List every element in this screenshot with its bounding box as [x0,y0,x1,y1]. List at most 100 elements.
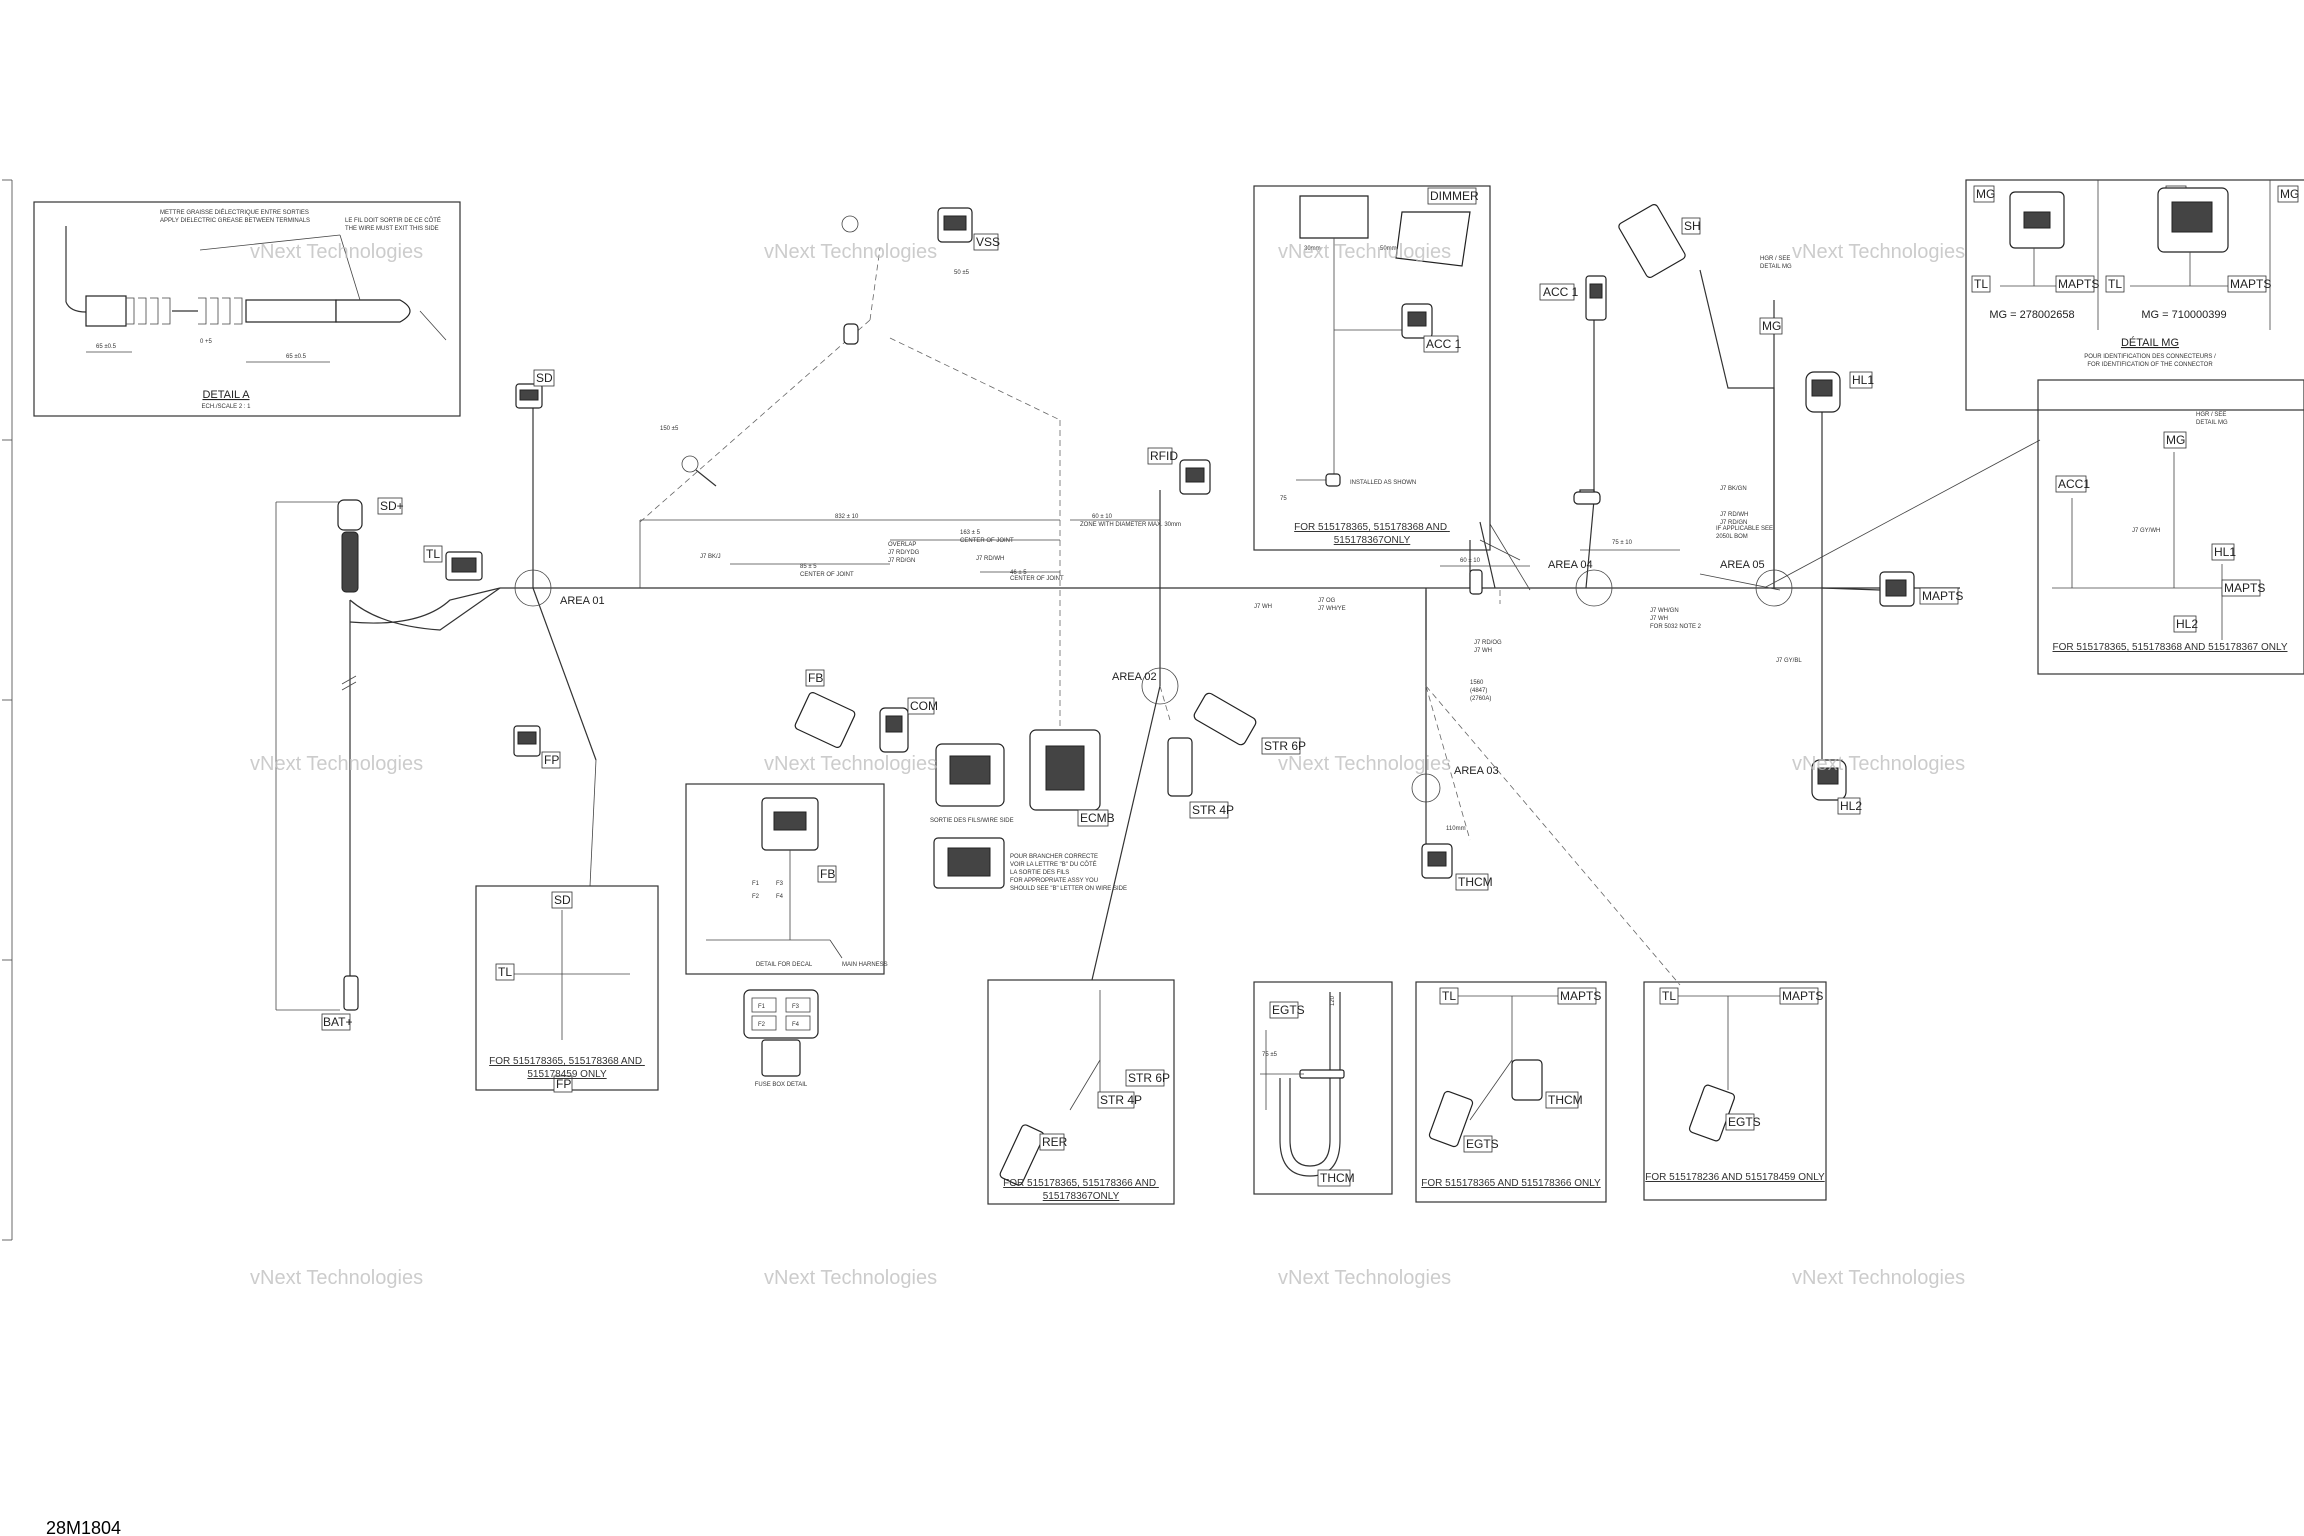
svg-text:120: 120 [1330,995,1336,1006]
mg-detail-tag-3: MG [2280,187,2299,201]
ecm-tag: ECMB [1080,811,1115,825]
fuse-box-label: FUSE BOX DETAIL [755,1082,808,1088]
dimmer-note: FOR 515178365, 515178368 AND 515178367ON… [1294,522,1450,546]
fb-detail-label: DETAIL FOR DECAL [756,962,813,968]
thcm-box-egts-tag: EGTS [1466,1137,1499,1151]
hl-box-hl1-tag: HL1 [2214,545,2236,559]
ring-terminal-icon [841,215,859,233]
egts-box-egts-tag: EGTS [1728,1115,1761,1129]
svg-text:HGR / SEE: HGR / SEE [1760,256,1790,262]
sh-connector-icon [1618,204,1686,278]
svg-text:50mm: 50mm [1380,246,1397,252]
thcm-box-connector-icon [1511,1059,1543,1101]
fuse-f4-label: F4 [776,894,784,900]
hl-box: MG ACC1 HL1 MAPTS HL2 HGR / SEE DETAIL M… [2037,379,2304,675]
thcm-tube-box: 75 ±5 120 EGTS THCM [1253,981,1393,1195]
egts-box-tl-tag: TL [1662,989,1676,1003]
svg-text:(2760A): (2760A) [1470,696,1491,702]
main-trunk: 832 ± 10 85 ± 5 CENTER OF JOINT 163 ± 5 … [349,247,2041,986]
svg-text:FOR 5032 NOTE 2: FOR 5032 NOTE 2 [1650,624,1702,630]
svg-text:J7 RD/WH: J7 RD/WH [1720,512,1748,518]
watermark-7: vNext Technologies [1278,753,1451,775]
svg-text:J7 GY/BL: J7 GY/BL [1776,658,1802,664]
mapts-tag: MAPTS [1922,589,1963,603]
hl-note: FOR 515178365, 515178368 AND 515178367 O… [2053,642,2288,653]
str-box-str6p-tag: STR 6P [1128,1071,1170,1085]
vss-tag: VSS [976,235,1000,249]
watermark-11: vNext Technologies [1278,1267,1451,1289]
thcm-box-mapts-tag: MAPTS [1560,989,1601,1003]
sd-box-tl-tag: TL [498,965,512,979]
svg-text:J7 RD/OG: J7 RD/OG [1474,640,1502,646]
svg-text:IF APPLICABLE SEE: IF APPLICABLE SEE [1716,526,1773,532]
rfid-tag: RFID [1150,449,1178,463]
egts-box-connector-icon [1688,1084,1736,1142]
svg-text:POUR IDENTIFICATION DES CONNEC: POUR IDENTIFICATION DES CONNECTEURS / [2084,354,2216,360]
hl2-tag: HL2 [1840,799,1862,813]
svg-text:THE WIRE MUST EXIT THIS SIDE: THE WIRE MUST EXIT THIS SIDE [345,226,439,232]
sd-tag: SD [536,371,553,385]
svg-text:LA SORTIE DES FILS: LA SORTIE DES FILS [1010,870,1069,876]
acc1-tag: ACC 1 [1543,285,1579,299]
fuse-holder-icon [843,323,859,345]
svg-text:110mm: 110mm [1446,826,1466,832]
sh-tag: SH [1684,219,1701,233]
tl-tag: TL [426,547,440,561]
str-note: FOR 515178365, 515178366 AND 515178367ON… [1003,1178,1159,1202]
mg-mapts-tag-1: MAPTS [2058,277,2099,291]
watermark-5: vNext Technologies [250,753,423,775]
hl-box-acc1-tag: ACC1 [2058,477,2090,491]
area-05-circle [1755,569,1793,607]
mg-tl-tag-1: TL [1974,277,1988,291]
svg-text:SHOULD SEE "B" LETTER ON WIRE: SHOULD SEE "B" LETTER ON WIRE SIDE [1010,886,1127,892]
mg-detail-box: MG MG MG TL MAPTS TL MAPTS MG = 27800265… [1965,179,2304,411]
svg-text:75 ± 10: 75 ± 10 [1612,540,1633,546]
hl-box-hl2-tag: HL2 [2176,617,2198,631]
svg-text:J7 OG: J7 OG [1318,598,1336,604]
dimmer-tag: DIMMER [1430,189,1479,203]
svg-text:65 ±0.5: 65 ±0.5 [286,354,307,360]
watermark-12: vNext Technologies [1792,1267,1965,1289]
svg-text:832 ± 10: 832 ± 10 [835,514,859,520]
detail-a-scale: ECH./SCALE 2 : 1 [201,404,251,410]
fuse-f3-label: F3 [776,881,784,887]
svg-text:150 ±5: 150 ±5 [660,426,679,432]
svg-text:J7 WH/YE: J7 WH/YE [1318,606,1346,612]
mg-tl-tag-2: TL [2108,277,2122,291]
area-05-label: AREA 05 [1720,559,1765,571]
svg-text:1560: 1560 [1470,680,1484,686]
svg-text:HGR / SEE: HGR / SEE [2196,412,2226,418]
svg-text:60 ± 10: 60 ± 10 [1460,558,1481,564]
egts-box-mapts-tag: MAPTS [1782,989,1823,1003]
watermark-4: vNext Technologies [1792,241,1965,263]
thcm-egts-box: TL MAPTS THCM EGTS FOR 515178365 AND 515… [1415,981,1607,1203]
svg-text:2050L BOM: 2050L BOM [1716,534,1748,540]
main-harness-label: MAIN HARNESS [842,962,888,968]
splice-areas: AREA 01 AREA 02 AREA 03 AREA 04 AREA 05 [514,559,1793,803]
svg-text:APPLY DIELECTRIC GREASE BETWEE: APPLY DIELECTRIC GREASE BETWEEN TERMINAL… [160,218,310,224]
hl-box-mg-tag: MG [2166,433,2185,447]
svg-text:J7 WH: J7 WH [1650,616,1668,622]
tube-egts-tag: EGTS [1272,1003,1305,1017]
svg-text:J7 RD/GN: J7 RD/GN [888,558,915,564]
thcm-box-thcm-tag: THCM [1548,1093,1583,1107]
area-03-label: AREA 03 [1454,765,1499,777]
connector-icons: TL SD FP VSS RFID ACC 1 SH [423,204,1963,892]
drawing-code: 28M1804 [46,1518,121,1536]
sd-plus-tag: SD+ [380,499,404,513]
area-04-label: AREA 04 [1548,559,1593,571]
egts-box: TL MAPTS EGTS FOR 515178236 AND 51517845… [1643,981,1827,1201]
svg-text:85 ± 5: 85 ± 5 [800,564,817,570]
svg-text:J7 WH: J7 WH [1254,604,1272,610]
svg-text:75 ±5: 75 ±5 [1262,1052,1278,1058]
sd-box-sd-tag: SD [554,893,571,907]
svg-text:J7 RD/WH: J7 RD/WH [976,556,1004,562]
watermark-10: vNext Technologies [764,1267,937,1289]
area-03-circle [1411,773,1441,803]
svg-text:DETAIL MG: DETAIL MG [2196,420,2228,426]
watermark-3: vNext Technologies [1278,241,1451,263]
watermark-9: vNext Technologies [250,1267,423,1289]
str4p-connector-icon [1167,737,1193,797]
fuse-f2-label: F2 [752,894,760,900]
